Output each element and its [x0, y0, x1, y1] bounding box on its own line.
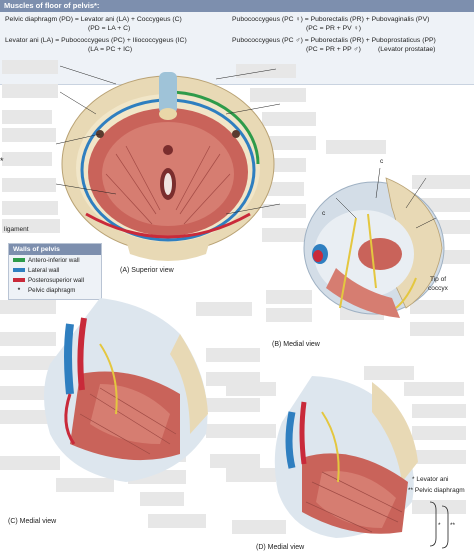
summary-title: Muscles of floor of pelvis*:: [0, 0, 474, 12]
summary-line-pc-male-formula: (PC = PR + PP ♂): [306, 46, 361, 53]
bracket-marks: [429, 501, 449, 549]
summary-line-pc-male: Pubococcygeus (PC ♂) = Puborectalis (PR)…: [232, 37, 436, 44]
label-star-left: *: [0, 156, 4, 166]
summary-line-pd-formula: (PD = LA + C): [88, 25, 131, 32]
red-swatch-icon: [13, 278, 25, 283]
label-tip-of: Tip of: [430, 276, 447, 283]
star-icon: *: [17, 287, 21, 294]
label-star2: **: [450, 522, 456, 529]
summary-line-la-formula: (LA = PC + IC): [88, 46, 133, 53]
figure-a-superior-view: [56, 65, 280, 261]
legend-item-posterosuperior: Posterosuperior wall: [13, 277, 84, 285]
caption-a: (A) Superior view: [120, 267, 174, 274]
legend-title: Walls of pelvis: [9, 244, 101, 255]
label-ligament: ligament: [4, 226, 29, 233]
summary-line-la: Levator ani (LA) = Pubococcygeus (PC) + …: [5, 37, 187, 44]
summary-line-pd: Pelvic diaphragm (PD) = Levator ani (LA)…: [5, 16, 182, 23]
legend-item-pelvic-diaphragm: *Pelvic diaphragm: [13, 287, 76, 295]
legend-item-antero-inferior: Antero-inferior wall: [13, 257, 80, 265]
label-coccyx: coccyx: [428, 285, 448, 292]
figure-c-medial-view: [44, 298, 208, 482]
label-pelvic-diaphragm: ** Pelvic diaphragm: [408, 487, 465, 494]
label-levator-ani: * Levator ani: [412, 476, 449, 483]
caption-b: (B) Medial view: [272, 341, 320, 348]
label-c-b: c: [322, 210, 326, 217]
figure-b-medial-view: [303, 167, 445, 318]
label-star1: *: [438, 522, 441, 529]
caption-c: (C) Medial view: [8, 518, 57, 525]
blue-swatch-icon: [13, 268, 25, 273]
legend-item-lateral: Lateral wall: [13, 267, 59, 275]
walls-legend: Walls of pelvis Antero-inferior wall Lat…: [8, 243, 102, 300]
summary-line-pc-female: Pubococcygeus (PC ♀) = Puborectalis (PR)…: [232, 16, 430, 23]
caption-d: (D) Medial view: [256, 544, 305, 551]
label-c-top: c: [380, 158, 384, 165]
summary-line-levator-prostatae: (Levator prostatae): [378, 46, 436, 53]
green-swatch-icon: [13, 258, 25, 263]
summary-line-pc-female-formula: (PC = PR + PV ♀): [306, 25, 361, 32]
figure-d-medial-view: [274, 376, 418, 538]
